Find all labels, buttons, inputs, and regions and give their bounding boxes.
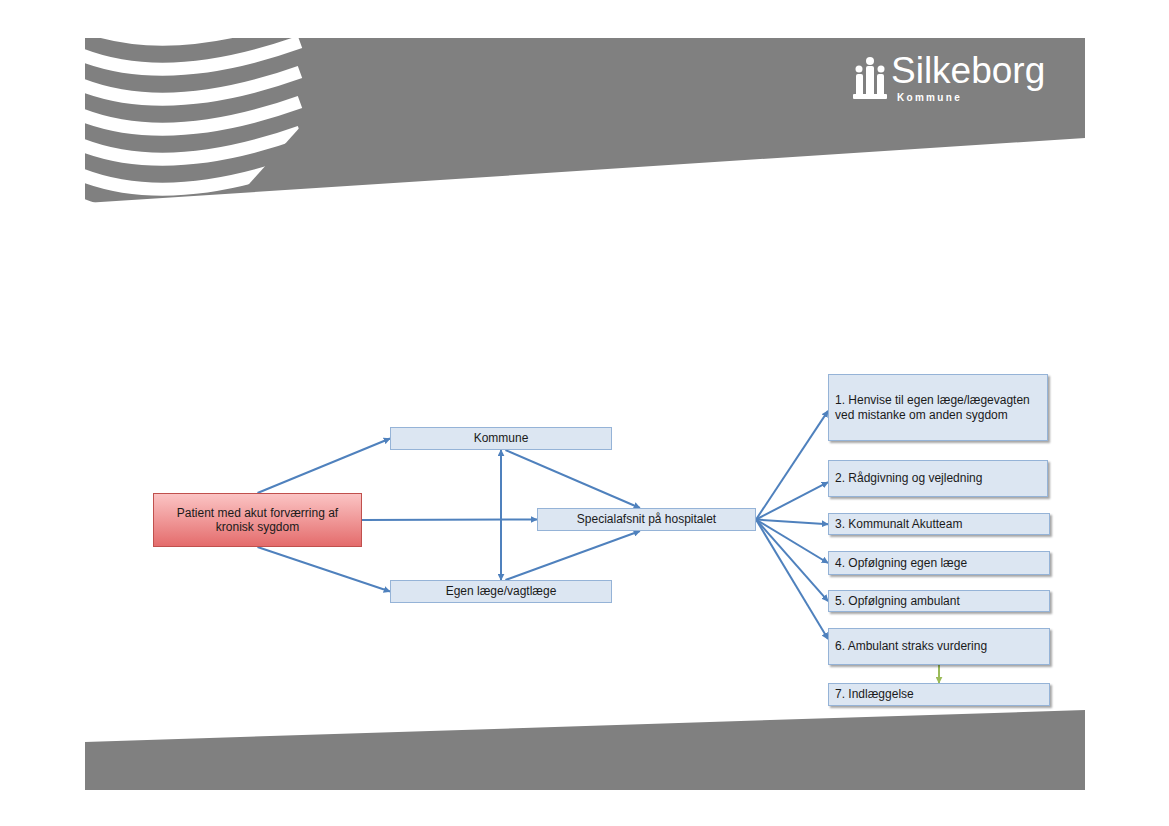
- wave-stroke: [70, 192, 300, 219]
- box-text: 4. Opfølgning egen læge: [835, 556, 1043, 570]
- wave-stroke: [70, 42, 300, 69]
- box-text: 5. Opfølgning ambulant: [835, 594, 1043, 608]
- outcome-box: 3. Kommunalt Akutteam: [828, 513, 1050, 535]
- box-text: 7. Indlæggelse: [835, 687, 1043, 701]
- footer-band: [85, 710, 1085, 790]
- connector-arrow: [756, 411, 828, 520]
- process-box: Specialafsnit på hospitalet: [537, 508, 756, 531]
- wave-stroke: [70, 132, 300, 159]
- outcome-box: 4. Opfølgning egen læge: [828, 551, 1050, 575]
- start-box: Patient med akut forværring af kronisk s…: [153, 493, 362, 547]
- process-box: Egen læge/vagtlæge: [390, 580, 612, 603]
- outcome-box: 6. Ambulant straks vurdering: [828, 628, 1050, 665]
- box-text: 1. Henvise til egen læge/lægevagten ved …: [835, 393, 1041, 422]
- box-text: Patient med akut forværring af kronisk s…: [162, 506, 353, 535]
- box-text: Specialafsnit på hospitalet: [546, 512, 747, 526]
- outcome-box: 1. Henvise til egen læge/lægevagten ved …: [828, 374, 1048, 441]
- box-text: Kommune: [399, 431, 603, 445]
- connector-arrow: [505, 531, 639, 580]
- connector-arrow: [258, 439, 391, 494]
- connector-arrow: [756, 482, 828, 519]
- wave-stroke: [70, 72, 300, 99]
- connector-arrow: [258, 547, 391, 592]
- process-box: Kommune: [390, 427, 612, 450]
- box-text: 3. Kommunalt Akutteam: [835, 517, 1043, 531]
- box-text: 2. Rådgivning og vejledning: [835, 471, 1041, 485]
- box-text: Egen læge/vagtlæge: [399, 584, 603, 598]
- connector-arrow: [362, 519, 537, 522]
- connector-arrow: [756, 520, 828, 525]
- logo-name: Silkeborg: [891, 52, 1045, 89]
- connector-arrow: [938, 665, 940, 683]
- connector-arrow: [756, 520, 828, 564]
- connector-arrow: [505, 450, 639, 508]
- box-text: 6. Ambulant straks vurdering: [835, 639, 1043, 653]
- connector-arrow: [756, 520, 828, 640]
- outcome-box: 7. Indlæggelse: [828, 683, 1050, 706]
- wave-stroke: [70, 12, 300, 39]
- outcome-box: 2. Rådgivning og vejledning: [828, 460, 1048, 497]
- connector-arrow: [500, 450, 502, 580]
- wave-stroke: [70, 102, 300, 129]
- wave-pattern: [70, 12, 300, 219]
- logo-subtitle: Kommune: [897, 93, 962, 103]
- connector-arrow: [756, 520, 828, 602]
- logo-icon: [853, 57, 887, 99]
- wave-stroke: [70, 162, 300, 189]
- outcome-box: 5. Opfølgning ambulant: [828, 590, 1050, 612]
